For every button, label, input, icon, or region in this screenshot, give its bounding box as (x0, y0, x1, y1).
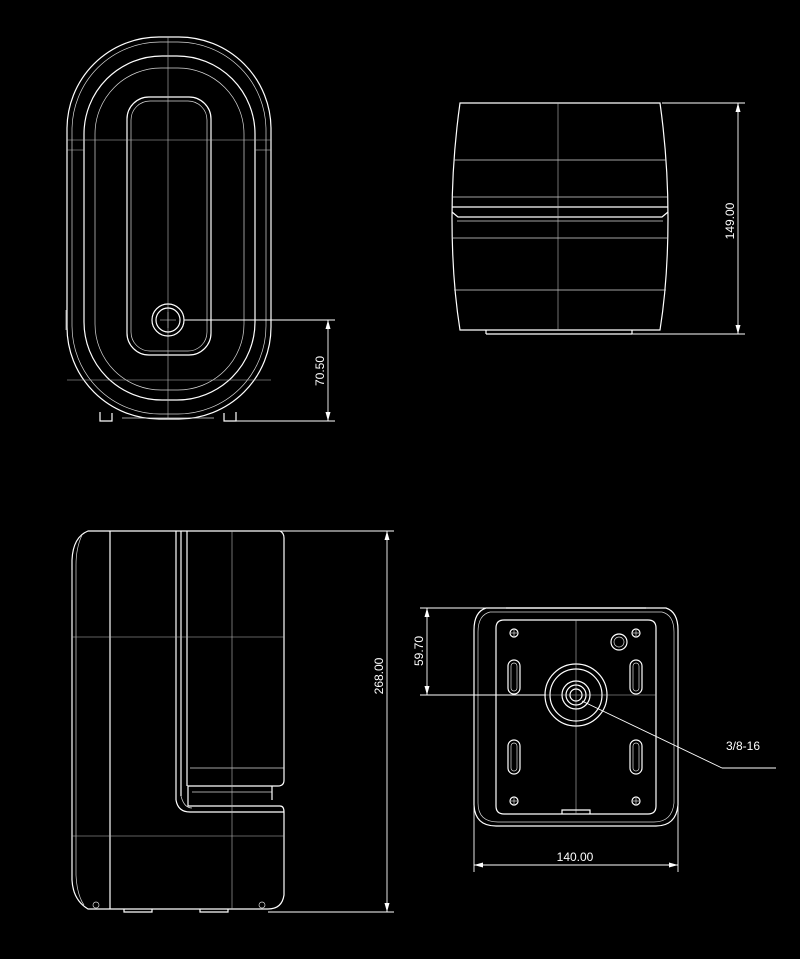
side-view-tall (71, 530, 394, 913)
dim-268-00 (268, 530, 394, 913)
dim-59-70 (420, 607, 546, 696)
front-feet (65, 310, 237, 422)
dim-label-140-00: 140.00 (557, 850, 594, 864)
dim-label-268-00: 268.00 (372, 657, 386, 694)
dim-149-00 (632, 102, 745, 335)
base-slots (507, 659, 643, 775)
small-port (610, 633, 628, 651)
dim-70-50 (184, 319, 335, 422)
tall-view-feet (71, 570, 266, 913)
thread-callout-label: 3/8-16 (726, 739, 760, 753)
dim-label-149-00: 149.00 (723, 202, 737, 239)
corner-screws (509, 628, 641, 806)
side-view-top (451, 102, 745, 335)
dim-label-59-70: 59.70 (412, 636, 426, 666)
dim-140-00 (473, 805, 679, 872)
front-view (65, 36, 335, 422)
dim-label-70-50: 70.50 (313, 356, 327, 386)
base-view (420, 607, 776, 872)
